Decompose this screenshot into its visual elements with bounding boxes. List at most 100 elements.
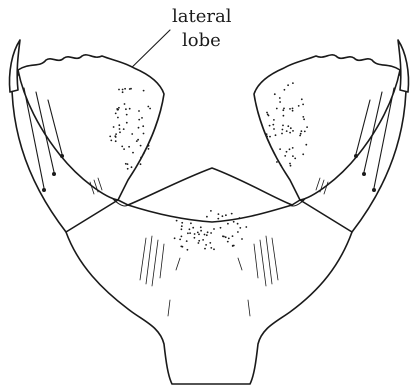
stipple-dot (287, 125, 289, 127)
stipple-dot (213, 248, 215, 250)
stipple-dot (121, 146, 123, 148)
stipple-dot (286, 130, 288, 132)
stipple-dot (209, 242, 211, 244)
stipple-dot (200, 226, 202, 228)
stipple-dot (141, 117, 143, 119)
stipple-dot (274, 93, 276, 95)
stipple-dot (266, 136, 268, 138)
stipple-dot (128, 146, 130, 148)
stipple-dot (176, 220, 178, 222)
stipple-dot (233, 221, 235, 223)
stipple-dot (148, 148, 150, 150)
stipple-dot (210, 210, 212, 212)
stipple-dot (280, 164, 282, 166)
stipple-dot (225, 214, 227, 216)
stipple-dot (129, 108, 131, 110)
stipple-dot (272, 124, 274, 126)
stipple-dot (279, 148, 281, 150)
stipple-dot (206, 216, 208, 218)
stipple-dot (147, 106, 149, 108)
stipple-dot (148, 145, 150, 147)
stipple-dot (227, 223, 229, 225)
stipple-dot (138, 110, 140, 112)
stipple-dot (187, 232, 189, 234)
stipple-dot (205, 244, 207, 246)
stipple-dot (239, 217, 241, 219)
stipple-dot (143, 153, 145, 155)
stipple-dot (182, 246, 184, 248)
stipple-dot (273, 119, 275, 121)
stipple-dot (283, 108, 285, 110)
stipple-dot (292, 82, 294, 84)
stipple-dot (115, 133, 117, 135)
stipple-dot (122, 89, 124, 91)
stipple-dot (289, 108, 291, 110)
stipple-dot (292, 130, 294, 132)
lateral-lobe-label-line1: lateral (172, 6, 232, 27)
stipple-dot (227, 241, 229, 243)
stipple-dot (289, 163, 291, 165)
stipple-dot (115, 136, 117, 138)
stipple-dot (127, 168, 129, 170)
stipple-dot (269, 125, 271, 127)
stipple-dot (149, 108, 151, 110)
stipple-dot (189, 232, 191, 234)
stipple-dot (129, 88, 131, 90)
stipple-dot (118, 107, 120, 109)
stipple-dot (284, 89, 286, 91)
stipple-dot (131, 166, 133, 168)
stipple-dot (123, 128, 125, 130)
stipple-dot (266, 133, 268, 135)
stipple-dot (245, 226, 247, 228)
stipple-dot (125, 163, 127, 165)
stipple-dot (194, 233, 196, 235)
stipple-dot (298, 105, 300, 107)
stipple-dot (204, 234, 206, 236)
stipple-dot (282, 125, 284, 127)
stipple-dot (206, 234, 208, 236)
stipple-dot (304, 131, 306, 133)
stipple-dot (282, 109, 284, 111)
stipple-dot (131, 133, 133, 135)
stipple-dot (124, 103, 126, 105)
lateral-lobe-label-line2: lobe (182, 30, 221, 51)
stipple-dot (192, 227, 194, 229)
stipple-dot (283, 115, 285, 117)
stipple-dot (127, 163, 129, 165)
stipple-dot (241, 238, 243, 240)
stipple-dot (202, 239, 204, 241)
stipple-dot (232, 245, 234, 247)
stipple-dot (289, 132, 291, 134)
stipple-dot (140, 157, 142, 159)
stipple-dot (281, 133, 283, 135)
stipple-dot (217, 218, 219, 220)
stipple-dot (290, 165, 292, 167)
stipple-dot (222, 215, 224, 217)
stipple-dot (290, 127, 292, 129)
stipple-dot (140, 145, 142, 147)
stipple-dot (181, 236, 183, 238)
stipple-dot (123, 148, 125, 150)
stipple-dot (140, 163, 142, 165)
stipple-dot (228, 238, 230, 240)
stipple-dot (200, 230, 202, 232)
stipple-dot (302, 104, 304, 106)
stipple-dot (306, 126, 308, 128)
stipple-dot (181, 225, 183, 227)
stipple-dot (266, 112, 268, 114)
stipple-dot (269, 136, 271, 138)
stipple-dot (220, 227, 222, 229)
stipple-dot (142, 125, 144, 127)
stipple-dot (292, 110, 294, 112)
stipple-dot (126, 114, 128, 116)
stipple-dot (276, 108, 278, 110)
stipple-dot (292, 108, 294, 110)
stipple-dot (143, 133, 145, 135)
stipple-dot (237, 231, 239, 233)
stipple-dot (124, 88, 126, 90)
stipple-dot (190, 222, 192, 224)
stipple-dot (117, 117, 119, 119)
stipple-dot (292, 155, 294, 157)
stipple-dot (222, 235, 224, 237)
